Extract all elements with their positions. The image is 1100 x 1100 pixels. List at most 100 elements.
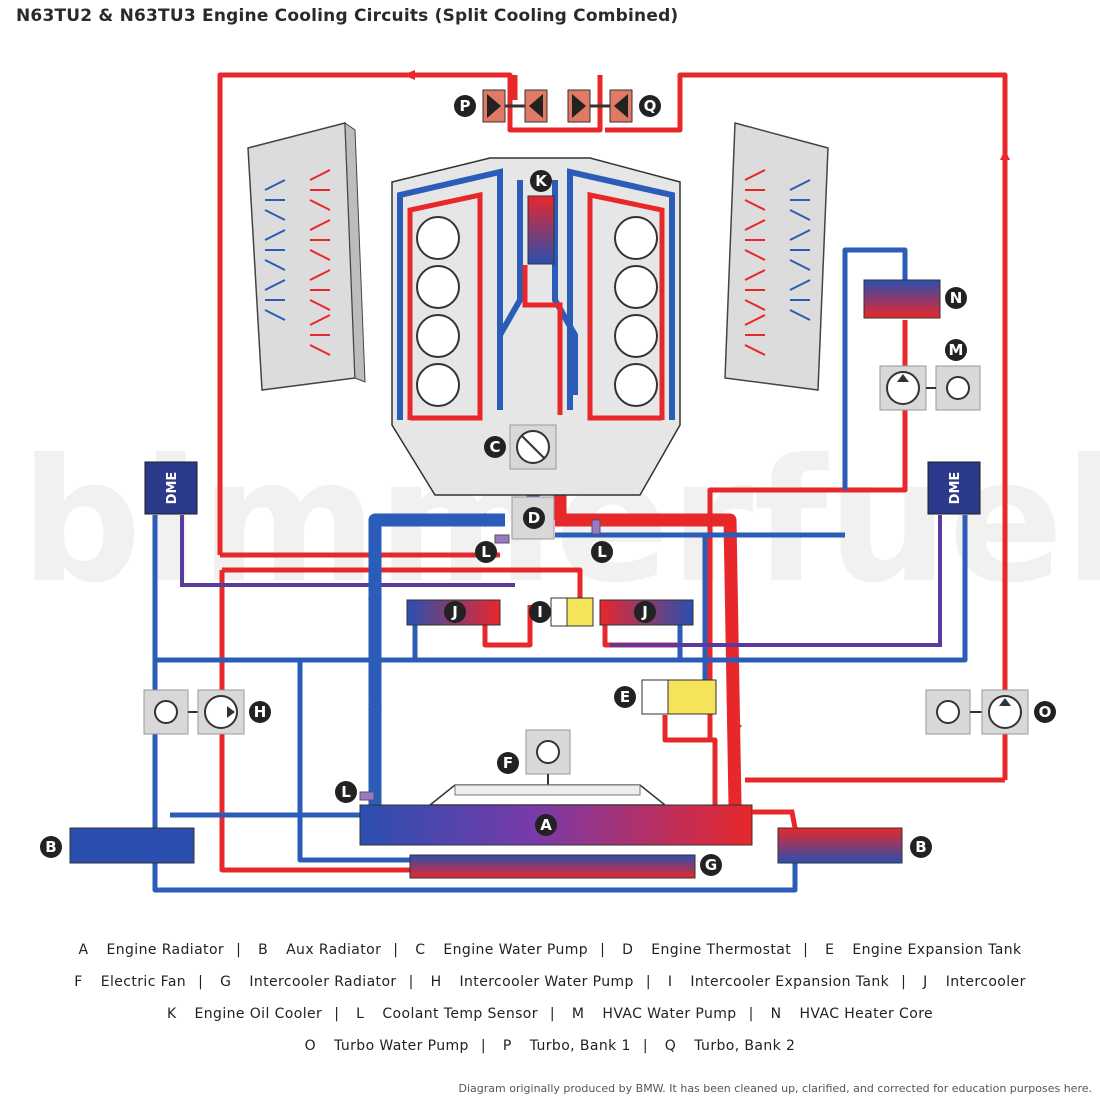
label-d: D <box>523 507 545 529</box>
hot-pipe-j-left <box>482 605 533 648</box>
label-a: A <box>535 814 557 836</box>
dme-left: DME <box>144 461 198 515</box>
coolant-temp-sensor-2 <box>591 519 601 535</box>
label-f: F <box>497 752 519 774</box>
cylinder-head-right <box>724 122 829 391</box>
aux-radiator-left <box>69 827 195 864</box>
engine-water-pump <box>509 424 557 470</box>
cold-arrows <box>368 513 497 710</box>
label-l-1: L <box>475 541 497 563</box>
svg-text:C: C <box>489 438 500 456</box>
svg-text:P: P <box>460 97 471 115</box>
coolant-temp-sensor-3 <box>359 791 375 801</box>
svg-text:B: B <box>915 838 926 856</box>
coolant-temp-sensor-1 <box>494 534 510 544</box>
label-p: P <box>454 95 476 117</box>
aux-radiator-right <box>777 827 903 864</box>
label-j-left: J <box>444 601 466 623</box>
svg-text:D: D <box>528 509 540 527</box>
hot-pipe-aux-right <box>752 809 798 829</box>
label-l-2: L <box>591 541 613 563</box>
hvac-water-pump <box>879 365 981 411</box>
svg-text:G: G <box>705 856 717 874</box>
svg-text:L: L <box>341 783 351 801</box>
label-b-right: B <box>910 836 932 858</box>
svg-text:Q: Q <box>644 97 657 115</box>
label-b-left: B <box>40 836 62 858</box>
label-g: G <box>700 854 722 876</box>
hvac-heater-core <box>863 279 941 319</box>
svg-text:B: B <box>45 838 56 856</box>
dme-right: DME <box>927 461 981 515</box>
hot-arrows <box>403 70 1010 737</box>
svg-text:J: J <box>641 603 648 621</box>
cold-pipe-dme-loop <box>152 515 968 663</box>
label-i: I <box>529 601 551 623</box>
label-h: H <box>249 701 271 723</box>
label-q: Q <box>639 95 661 117</box>
svg-text:O: O <box>1039 703 1052 721</box>
turbo-bank-1 <box>482 89 548 123</box>
footnote: Diagram originally produced by BMW. It h… <box>458 1082 1092 1095</box>
label-l-3: L <box>335 781 357 803</box>
cylinder-head-left <box>247 122 366 391</box>
turbo-bank-2 <box>567 89 633 123</box>
svg-text:L: L <box>481 543 491 561</box>
hot-main-to-radiator <box>555 513 742 806</box>
svg-text:I: I <box>537 603 543 621</box>
svg-text:M: M <box>949 341 964 359</box>
hot-pipe-to-g <box>219 570 410 873</box>
label-c: C <box>484 436 506 458</box>
svg-text:A: A <box>540 816 552 834</box>
svg-text:H: H <box>254 703 267 721</box>
label-k: K <box>530 170 552 192</box>
intercooler-water-pump <box>143 689 245 735</box>
dme-right-label: DME <box>948 472 963 505</box>
engine-block <box>391 157 681 496</box>
label-e: E <box>614 686 636 708</box>
hot-pipe-turbo-right <box>605 72 1008 780</box>
label-j-right: J <box>634 601 656 623</box>
engine-oil-cooler <box>527 195 555 265</box>
svg-text:J: J <box>451 603 458 621</box>
label-m: M <box>945 339 967 361</box>
engine-expansion-tank <box>641 679 717 715</box>
intercooler-radiator <box>409 854 696 879</box>
label-o: O <box>1034 701 1056 723</box>
svg-text:E: E <box>620 688 630 706</box>
svg-text:K: K <box>535 172 548 190</box>
electric-fan <box>427 729 668 806</box>
dme-left-label: DME <box>165 472 180 505</box>
cold-pipe-bottom <box>152 660 798 893</box>
intercooler-expansion-tank <box>550 597 594 627</box>
cold-pipe-to-g <box>297 660 410 863</box>
label-n: N <box>945 287 967 309</box>
dme-line-right <box>610 515 942 647</box>
cold-pipe-heater-top <box>842 247 908 490</box>
svg-text:F: F <box>503 754 513 772</box>
svg-text:N: N <box>950 289 963 307</box>
hot-pipe-to-i <box>222 567 583 600</box>
hot-pipe-e <box>662 715 718 805</box>
turbo-water-pump <box>925 689 1029 735</box>
hot-pipe-turbo-left <box>217 72 603 555</box>
